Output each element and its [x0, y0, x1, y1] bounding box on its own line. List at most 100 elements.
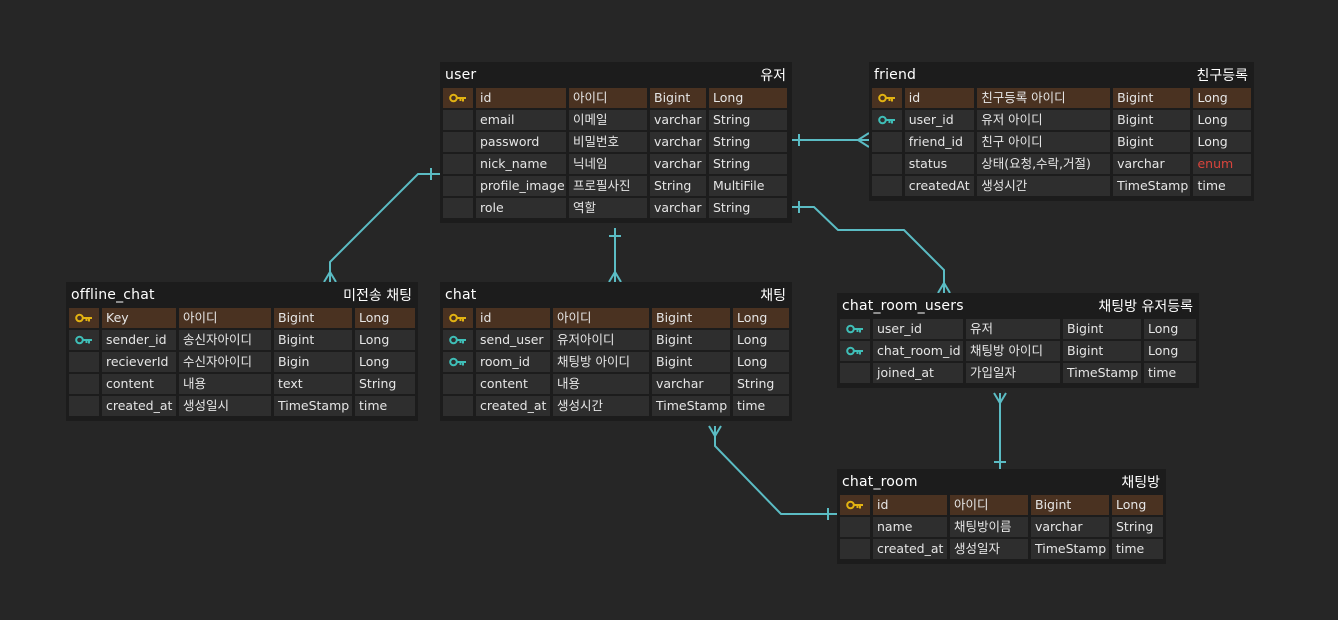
primary-key-icon	[878, 93, 895, 103]
relation-end-many	[608, 270, 622, 283]
table-comment: 채팅방	[1121, 475, 1160, 491]
column-description: 채팅방 아이디	[966, 341, 1060, 361]
column-type: varchar	[652, 374, 730, 394]
column-type: varchar	[650, 110, 706, 130]
key-cell	[840, 495, 870, 515]
key-cell	[443, 308, 473, 328]
column-type: TimeStamp	[1113, 176, 1191, 196]
column-description: 상태(요청,수락,거절)	[977, 154, 1111, 174]
column-description: 친구등록 아이디	[977, 88, 1111, 108]
column-type: Bigin	[274, 352, 352, 372]
column-java-type: Long	[355, 352, 415, 372]
column-description: 친구 아이디	[977, 132, 1111, 152]
table-comment: 미전송 채팅	[343, 288, 412, 304]
column-name: id	[904, 88, 975, 108]
key-cell	[69, 396, 99, 416]
foreign-key-icon	[449, 335, 466, 345]
column-name: joined_at	[873, 363, 963, 383]
column-type: Bigint	[1113, 110, 1191, 130]
table-comment: 채팅	[760, 288, 786, 304]
column-type: TimeStamp	[652, 396, 730, 416]
column-name: Key	[102, 308, 176, 328]
column-description: 역할	[569, 198, 647, 218]
table-name: chat_room_users	[842, 298, 964, 314]
key-cell	[69, 374, 99, 394]
column-type: Bigint	[1063, 341, 1141, 361]
column-description: 아이디	[553, 308, 649, 328]
foreign-key-icon	[846, 324, 863, 334]
column-description: 유저 아이디	[977, 110, 1111, 130]
key-cell	[872, 154, 902, 174]
key-cell	[443, 330, 473, 350]
column-name: role	[476, 198, 566, 218]
foreign-key-icon	[846, 346, 863, 356]
column-type: Bigint	[1113, 88, 1191, 108]
column-description: 생성시간	[977, 176, 1111, 196]
column-name: nick_name	[476, 154, 566, 174]
column-name: password	[476, 132, 566, 152]
column-java-type: String	[709, 198, 787, 218]
relation-chat-chat-room	[714, 426, 837, 515]
column-java-type: String	[733, 374, 789, 394]
key-cell	[872, 110, 902, 130]
key-cell	[840, 539, 870, 559]
column-description: 닉네임	[569, 154, 647, 174]
column-description: 프로필사진	[569, 176, 647, 196]
column-java-type: Long	[1193, 88, 1251, 108]
column-description: 내용	[553, 374, 649, 394]
column-java-type: Long	[709, 88, 787, 108]
column-description: 송신자아이디	[179, 330, 271, 350]
key-cell	[840, 319, 870, 339]
key-cell	[69, 330, 99, 350]
column-name: profile_image	[476, 176, 566, 196]
primary-key-icon	[449, 313, 466, 323]
column-name: created_at	[476, 396, 550, 416]
column-description: 아이디	[179, 308, 271, 328]
column-name: id	[476, 88, 566, 108]
column-type: Bigint	[652, 330, 730, 350]
key-cell	[443, 88, 473, 108]
relation-user-chat-room-users	[792, 206, 945, 293]
column-java-type: time	[1112, 539, 1163, 559]
